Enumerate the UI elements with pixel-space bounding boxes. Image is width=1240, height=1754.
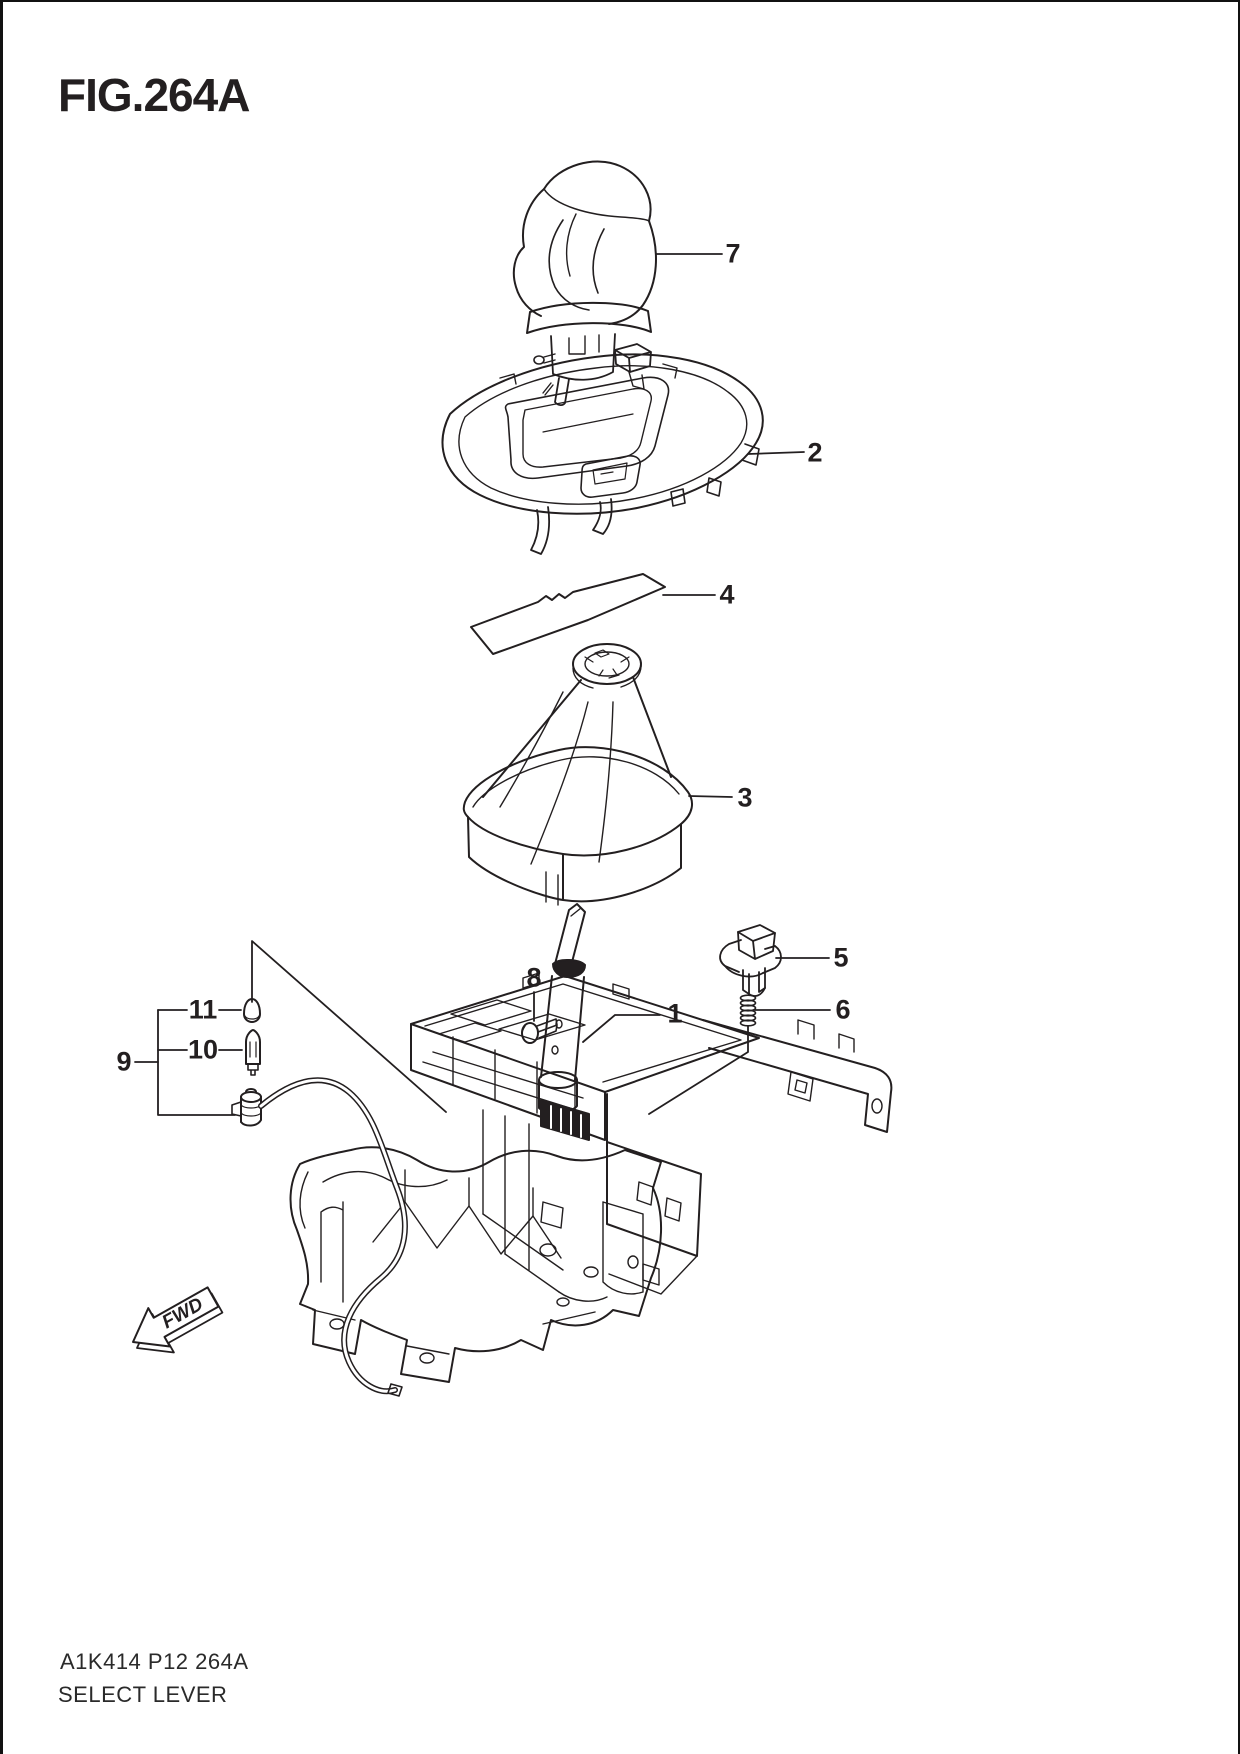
part-9-socket-harness (231, 1077, 408, 1397)
part-1-lever-housing (410, 972, 893, 1302)
callout-8: 8 (526, 962, 542, 993)
leader-1 (582, 1014, 661, 1043)
part-10-bulb (245, 1029, 261, 1076)
part-2-console-bezel (441, 343, 764, 555)
callout-2: 2 (807, 437, 823, 468)
callout-10: 10 (187, 1034, 219, 1065)
leader-2 (747, 451, 805, 455)
callout-1: 1 (667, 998, 683, 1029)
part-1-lever-shaft (538, 903, 590, 1141)
leader-lines (134, 253, 831, 1116)
install-pointer-bulb (251, 940, 447, 1113)
leader-3 (688, 795, 733, 798)
callout-11: 11 (188, 994, 218, 1025)
exploded-diagram (132, 160, 893, 1397)
figure-title: FIG.264A (58, 69, 250, 121)
footer-figure-name: SELECT LEVER (58, 1682, 228, 1707)
callout-4: 4 (719, 579, 735, 610)
bracket-9 (157, 1009, 236, 1116)
part-4-indicator-sheet (470, 573, 666, 655)
callout-6: 6 (835, 994, 851, 1025)
footer-figure-code: A1K414 P12 264A (60, 1649, 249, 1674)
install-pointer-spring (648, 1025, 749, 1115)
part-7-shift-knob (512, 160, 657, 407)
callout-3: 3 (737, 782, 753, 813)
callout-5: 5 (833, 942, 849, 973)
part-11-bulb (243, 998, 261, 1023)
part-6-spring (739, 994, 757, 1027)
part-3-boot (462, 643, 694, 906)
part-5-clip (719, 924, 782, 997)
part-8-screw (521, 1018, 558, 1044)
callout-9: 9 (116, 1046, 132, 1077)
fwd-arrow (132, 1286, 224, 1354)
callout-7: 7 (725, 238, 741, 269)
